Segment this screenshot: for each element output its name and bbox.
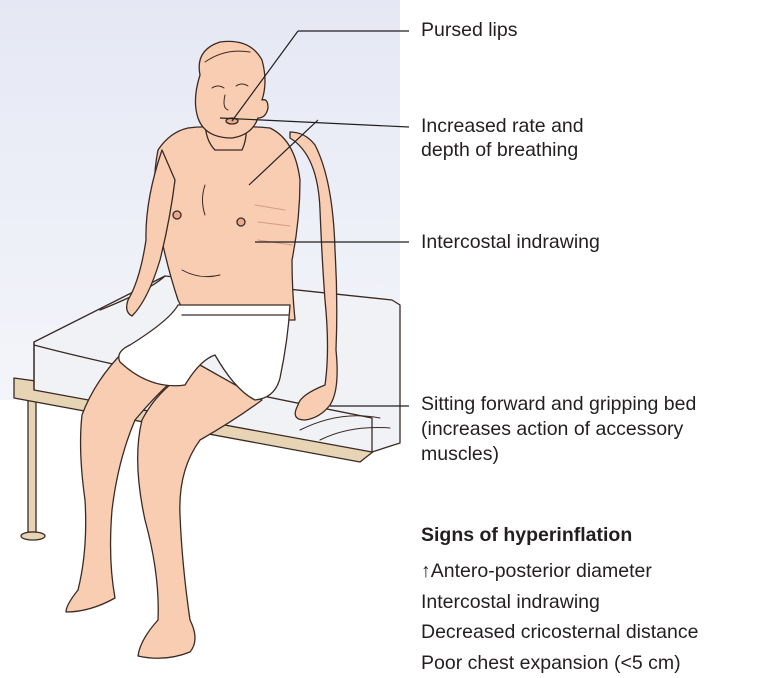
- signs-item-intercostal: Intercostal indrawing: [421, 587, 698, 618]
- signs-item-ap-diameter: ↑Antero-posterior diameter: [421, 556, 698, 587]
- torso: [154, 127, 300, 320]
- label-intercostal: Intercostal indrawing: [421, 231, 600, 254]
- label-sitting-line3: muscles): [421, 443, 499, 466]
- leg-front: [138, 365, 262, 658]
- signs-title: Signs of hyperinflation: [421, 524, 632, 547]
- signs-item-chest-expansion: Poor chest expansion (<5 cm): [421, 648, 698, 678]
- label-pursed-lips: Pursed lips: [421, 19, 517, 42]
- label-sitting-line2: (increases action of accessory: [421, 418, 683, 441]
- label-rate-depth-line2: depth of breathing: [421, 139, 578, 162]
- label-sitting-line1: Sitting forward and gripping bed: [421, 393, 696, 416]
- label-rate-depth-line1: Increased rate and: [421, 115, 584, 138]
- signs-item-cricosternal: Decreased cricosternal distance: [421, 617, 698, 648]
- signs-list: ↑Antero-posterior diameter Intercostal i…: [421, 556, 698, 678]
